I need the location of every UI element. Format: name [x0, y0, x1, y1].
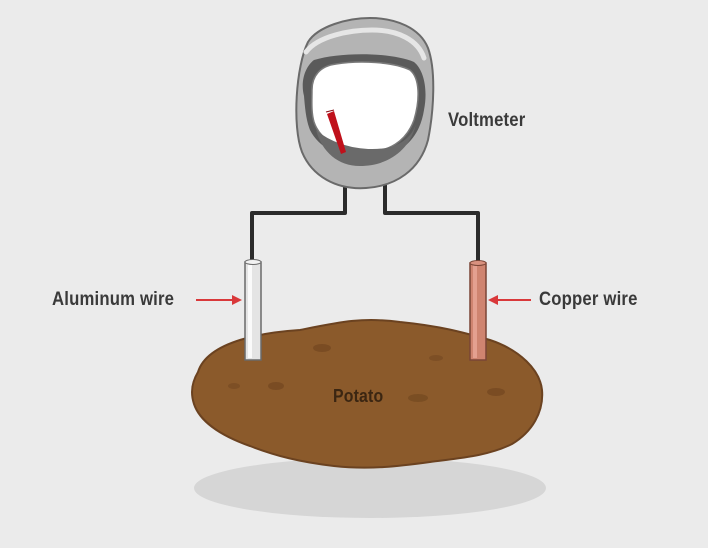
aluminum-wire-label: Aluminum wire [52, 289, 175, 310]
aluminum-arrow [196, 295, 242, 305]
needle-icon [327, 111, 346, 154]
copper-wire-label: Copper wire [539, 289, 638, 310]
voltmeter-icon [295, 16, 435, 190]
aluminum-electrode [244, 259, 262, 361]
potato [190, 318, 544, 469]
left-connecting-wire [250, 182, 347, 262]
voltmeter-label: Voltmeter [448, 110, 526, 131]
potato-shadow [194, 458, 546, 518]
copper-arrow [488, 295, 531, 305]
right-connecting-wire [383, 182, 480, 263]
copper-electrode [469, 260, 487, 361]
potato-label: Potato [333, 386, 384, 406]
